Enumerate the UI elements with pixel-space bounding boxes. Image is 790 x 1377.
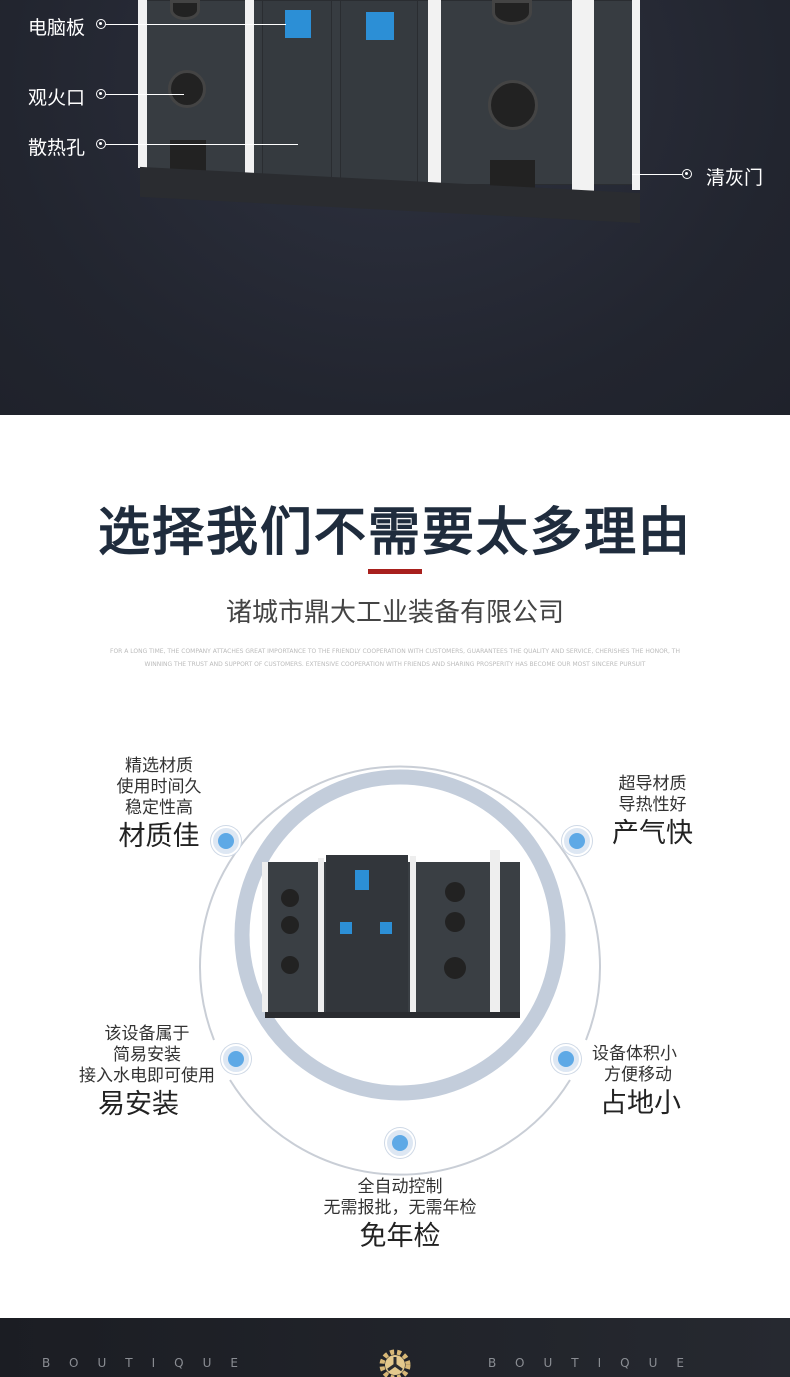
feature-desc: 无需报批，无需年检: [323, 1198, 477, 1218]
feature-desc: 设备体积小: [592, 1044, 677, 1064]
callout-computer-board: 电脑板: [28, 17, 86, 39]
feature-dot-icon: [551, 1044, 581, 1074]
feature-desc: 全自动控制: [357, 1177, 443, 1197]
feature-easy-install: 该设备属于 简易安装 接入水电即可使用 易安装: [62, 1024, 232, 1123]
feature-desc: 精选材质: [125, 756, 193, 776]
callout-dot-icon: [96, 89, 106, 99]
callout-line: [632, 174, 682, 175]
feature-desc: 简易安装: [113, 1045, 181, 1065]
feature-desc: 该设备属于: [104, 1024, 190, 1044]
callout-dot-icon: [96, 139, 106, 149]
callout-dot-icon: [682, 169, 692, 179]
feature-desc: 方便移动: [604, 1065, 672, 1085]
gear-icon: [379, 1349, 411, 1377]
feature-material: 精选材质 使用时间久 稳定性高 材质佳: [109, 756, 209, 855]
feature-dot-icon: [211, 826, 241, 856]
feature-title: 占地小: [600, 1088, 681, 1119]
section-title: 选择我们不需要太多理由: [97, 503, 692, 563]
footer-text-left: BOUTIQUE: [42, 1356, 257, 1370]
callout-dot-icon: [96, 19, 106, 29]
feature-title: 易安装: [98, 1089, 179, 1120]
boiler-thumbnail: [262, 850, 520, 1018]
feature-desc: 使用时间久: [116, 777, 202, 797]
callout-fire-window: 观火口: [28, 87, 86, 109]
feature-ring-diagram: [199, 765, 601, 1176]
feature-dot-icon: [221, 1044, 251, 1074]
company-name: 诸城市鼎大工业装备有限公司: [225, 598, 564, 628]
outer-ring-lower: [229, 1079, 571, 1176]
feature-desc: 导热性好: [618, 795, 687, 815]
callout-ash-door: 清灰门: [706, 167, 764, 189]
title-divider: [368, 569, 422, 574]
feature-desc: 稳定性高: [125, 798, 193, 818]
english-text-line: WINNING THE TRUST AND SUPPORT OF CUSTOME…: [144, 661, 646, 668]
product-hero: 电脑板 观火口 散热孔 清灰门: [0, 0, 790, 415]
feature-no-inspection: 全自动控制 无需报批，无需年检 免年检: [295, 1177, 505, 1255]
callout-line: [106, 144, 298, 145]
footer-text-right: BOUTIQUE: [488, 1356, 703, 1370]
english-text-line: FOR A LONG TIME, THE COMPANY ATTACHES GR…: [110, 648, 680, 655]
feature-small-footprint: 设备体积小 方便移动 占地小: [592, 1044, 702, 1122]
feature-title: 产气快: [612, 818, 693, 849]
feature-title: 免年检: [359, 1221, 441, 1252]
feature-dot-icon: [562, 826, 592, 856]
callout-line: [106, 24, 286, 25]
outer-ring: [199, 765, 601, 1041]
callout-heat-vents: 散热孔: [28, 137, 86, 159]
feature-dot-icon: [385, 1128, 415, 1158]
callout-line: [106, 94, 184, 95]
feature-title: 材质佳: [118, 821, 200, 852]
feature-fast-steam: 超导材质 导热性好 产气快: [605, 774, 700, 852]
feature-desc: 超导材质: [618, 774, 687, 794]
feature-desc: 接入水电即可使用: [79, 1066, 215, 1086]
